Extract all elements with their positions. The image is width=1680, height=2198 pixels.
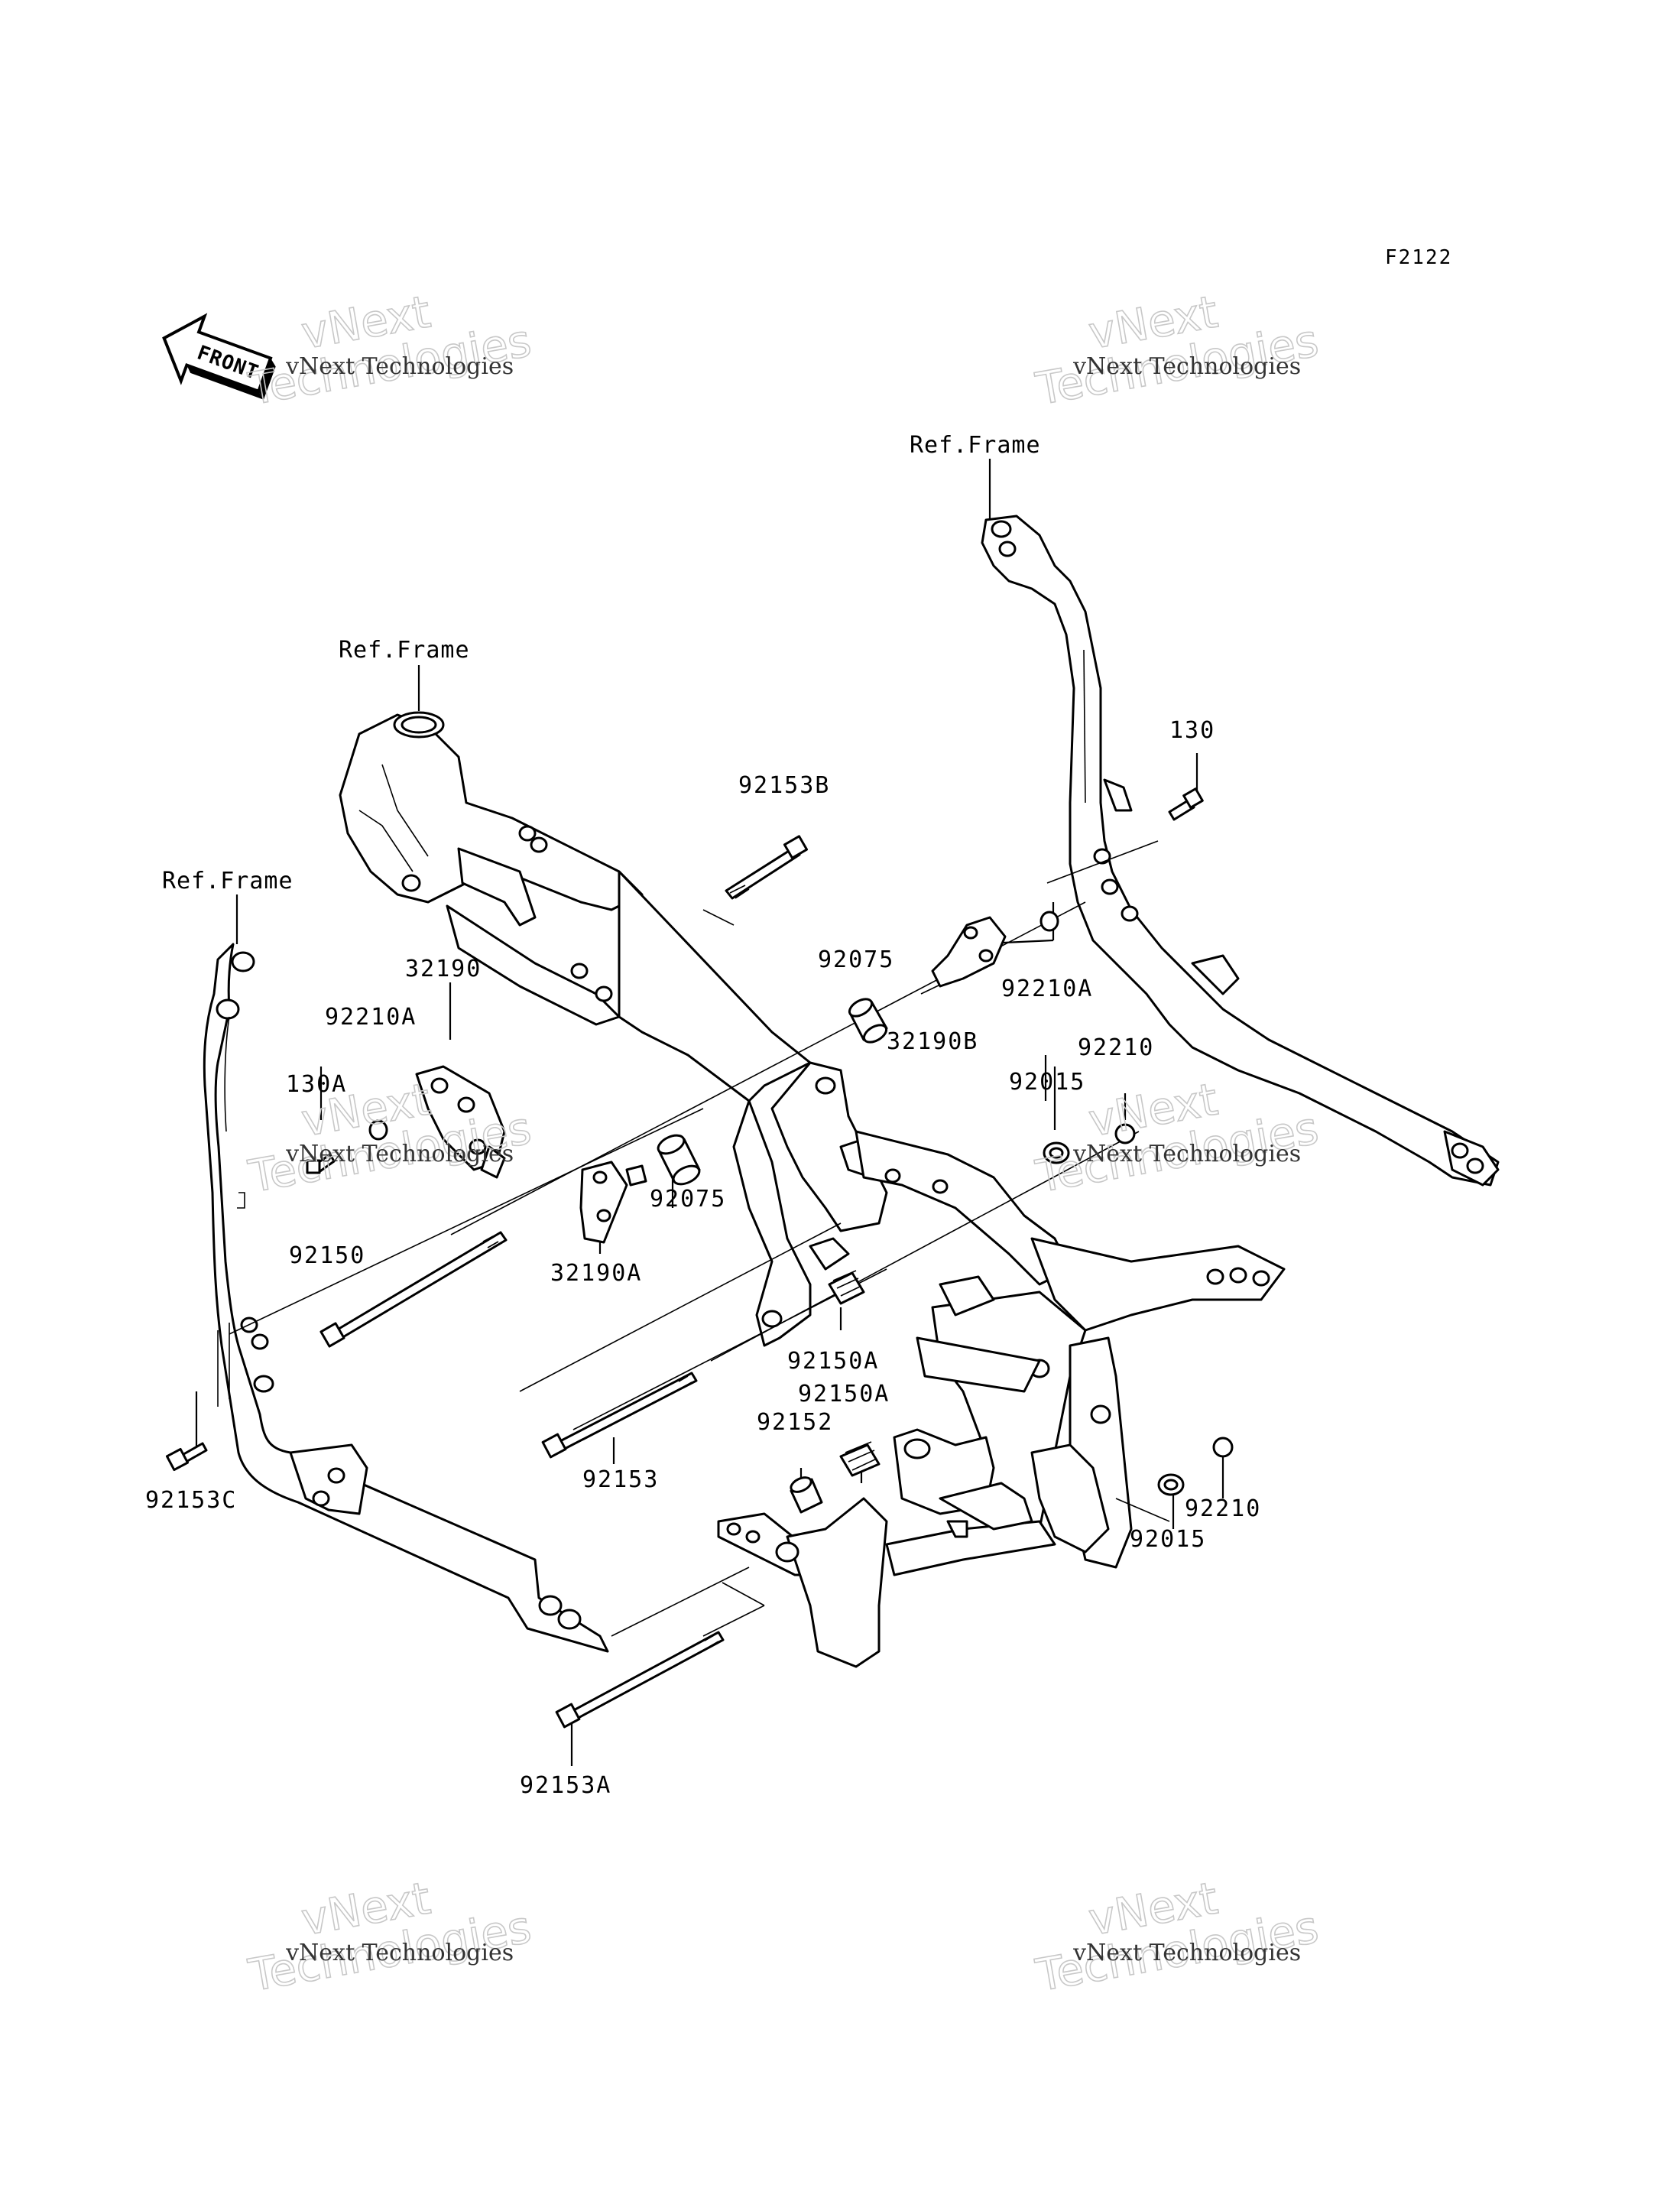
main-frame <box>339 711 1286 1569</box>
label-ref-frame-right: Ref.Frame <box>910 432 1041 459</box>
label-92150: 92150 <box>289 1242 365 1269</box>
watermark-top-right: vNext Technologies vNext Technologies <box>1031 285 1322 416</box>
label-32190A: 32190A <box>550 1260 642 1287</box>
label-92153A: 92153A <box>520 1772 611 1799</box>
collar-92015-upper <box>1043 1141 1070 1164</box>
label-92015-lower: 92015 <box>1130 1526 1206 1553</box>
lower-frame <box>717 1428 1110 1668</box>
label-92210A-right: 92210A <box>1001 976 1093 1002</box>
sleeve-92152 <box>790 1476 823 1514</box>
label-92153C: 92153C <box>145 1487 237 1514</box>
labels: Ref.Frame Ref.Frame Ref.Frame 130 92153B… <box>145 432 1261 1799</box>
label-ref-frame-left: Ref.Frame <box>162 868 294 894</box>
bracket-32190A <box>579 1161 647 1244</box>
label-92210A-left: 92210A <box>325 1004 417 1031</box>
left-frame-rail <box>203 943 609 1653</box>
diagram-code: F2122 <box>1385 246 1452 269</box>
watermark-bottom-right: vNext Technologies vNext Technologies <box>1031 1872 1322 2002</box>
label-92210-lower: 92210 <box>1185 1495 1261 1522</box>
label-92015-upper: 92015 <box>1009 1069 1085 1096</box>
spring-92150A-upper <box>828 1270 865 1305</box>
nut-92210A-left <box>368 1119 388 1141</box>
label-92210-upper: 92210 <box>1078 1034 1154 1061</box>
svg-text:vNext Technologies: vNext Technologies <box>285 1141 514 1167</box>
bracket-32190B <box>920 916 1007 995</box>
bolt-92150 <box>319 1231 508 1348</box>
svg-text:vNext Technologies: vNext Technologies <box>1072 1141 1301 1167</box>
nut-92210-upper <box>1114 1123 1136 1144</box>
nut-92210-lower <box>1212 1437 1234 1458</box>
right-frame-rail <box>981 515 1500 1187</box>
bolt-92153B <box>725 835 809 900</box>
label-130A: 130A <box>286 1071 347 1098</box>
label-32190B: 32190B <box>887 1028 978 1055</box>
spring-92150A-lower <box>839 1441 881 1477</box>
nut-92210A-right <box>1039 911 1059 932</box>
label-92153B: 92153B <box>738 772 830 799</box>
bolt-130A <box>306 1153 336 1174</box>
label-130: 130 <box>1169 717 1215 744</box>
bolt-130 <box>1168 787 1204 821</box>
bolt-92153C <box>165 1442 208 1472</box>
svg-text:vNext Technologies: vNext Technologies <box>285 1940 514 1966</box>
bushing-92075-lower <box>657 1134 701 1186</box>
label-92153: 92153 <box>582 1466 659 1493</box>
label-32190: 32190 <box>405 956 482 982</box>
label-92150A-upper: 92150A <box>787 1348 879 1375</box>
watermark-top-left: vNext Technologies vNext Technologies <box>244 285 535 416</box>
watermark-middle-left: vNext Technologies vNext Technologies <box>244 1073 535 1203</box>
bracket-32190 <box>415 1065 506 1179</box>
label-92150A-lower: 92150A <box>798 1381 890 1407</box>
collar-92015-lower <box>1157 1473 1185 1496</box>
bolt-92153 <box>541 1372 698 1459</box>
svg-text:vNext Technologies: vNext Technologies <box>285 353 514 380</box>
bushing-92075-upper <box>848 998 888 1044</box>
svg-text:vNext Technologies: vNext Technologies <box>1072 353 1301 380</box>
svg-text:vNext Technologies: vNext Technologies <box>1072 1940 1301 1966</box>
bolt-92153A <box>555 1631 725 1729</box>
label-92075-upper: 92075 <box>818 946 894 973</box>
label-ref-frame-center: Ref.Frame <box>339 637 470 664</box>
label-92075-lower: 92075 <box>650 1186 726 1213</box>
label-92152: 92152 <box>757 1409 833 1436</box>
watermark-bottom-left: vNext Technologies vNext Technologies <box>244 1872 535 2002</box>
